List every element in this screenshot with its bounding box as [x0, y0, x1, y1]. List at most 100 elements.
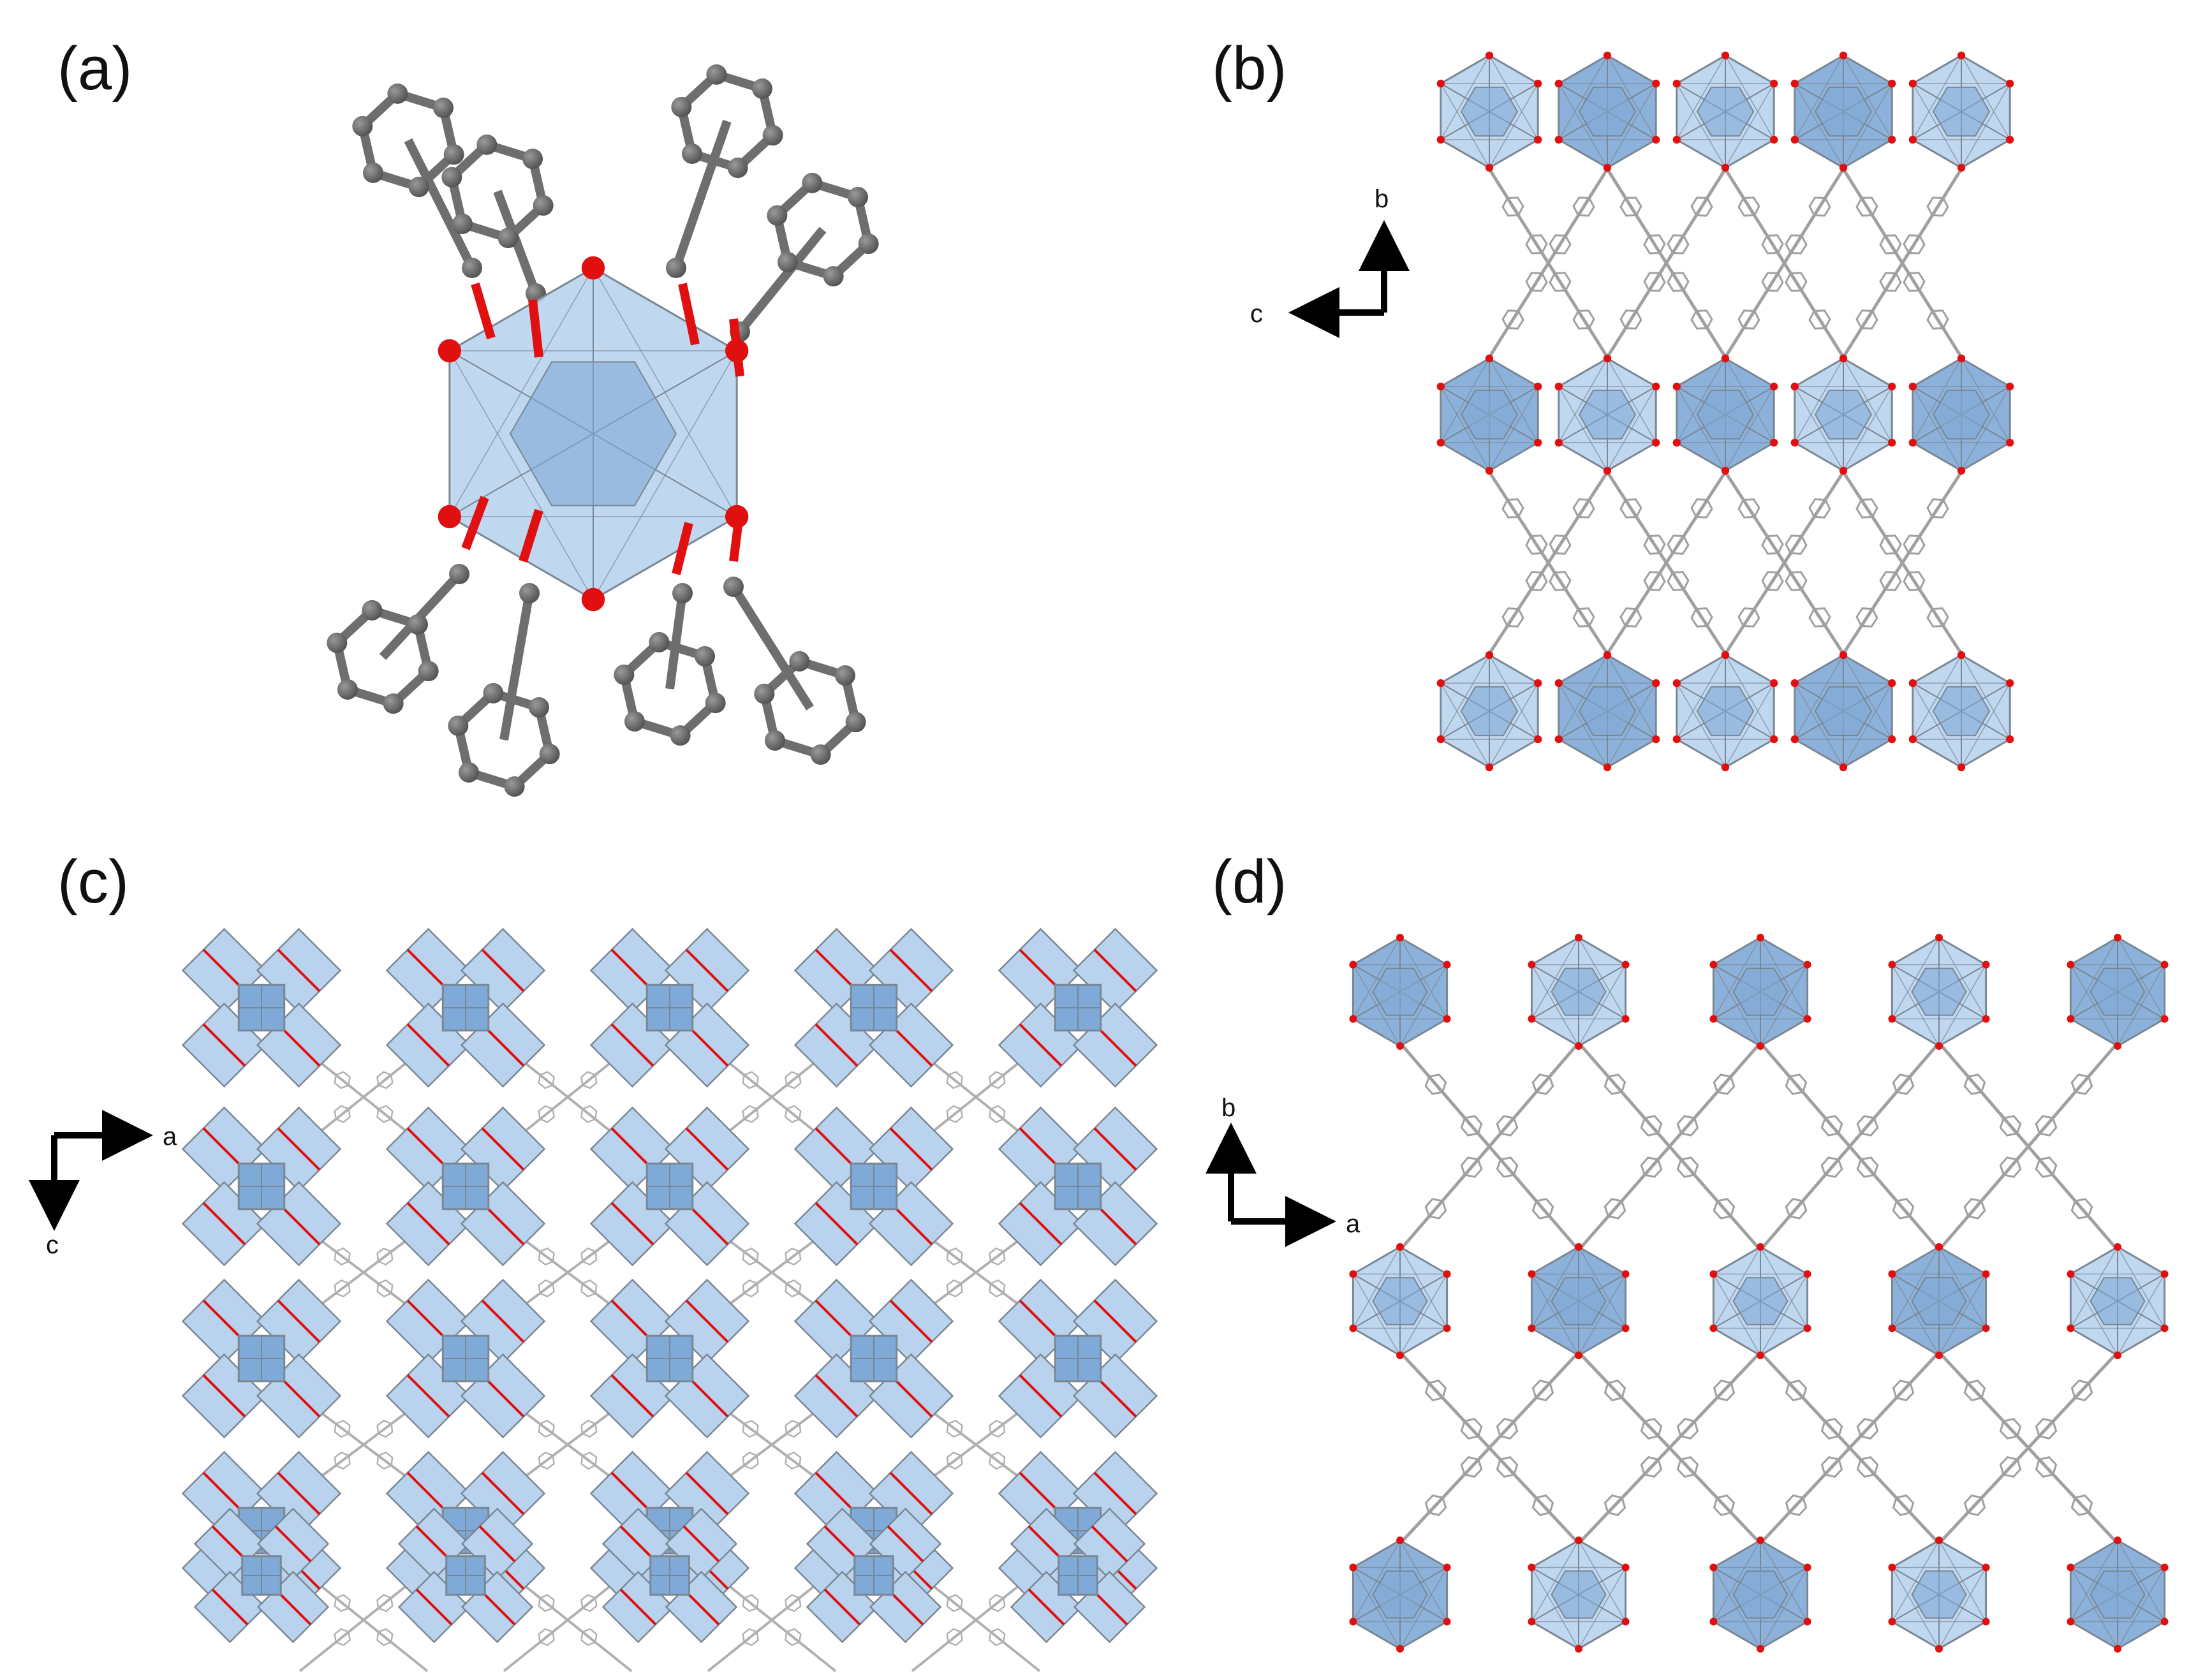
- cluster-d-0-2: [1709, 934, 1811, 1050]
- linker-b-1-2-x: [1605, 471, 1727, 655]
- cluster-d-2-0: [1349, 1537, 1451, 1653]
- cluster-c-4-0: [193, 1507, 330, 1644]
- cluster-c-0-3: [793, 927, 954, 1088]
- carboxylate-bond-6: [519, 508, 543, 563]
- ligand-3: [666, 64, 783, 278]
- ligand-5: [327, 564, 469, 714]
- ligand-6: [448, 583, 560, 797]
- cluster-b-1-2: [1672, 354, 1778, 475]
- zr-cluster: [438, 256, 749, 612]
- panel-label-c: (c): [57, 848, 129, 916]
- cluster-c-1-1: [385, 1106, 546, 1267]
- carboxylate-bond-7: [672, 522, 693, 575]
- cluster-d-2-2: [1709, 1537, 1811, 1653]
- cluster-d-2-1: [1528, 1537, 1630, 1653]
- ligand-1: [352, 83, 482, 278]
- cluster-c-4-3: [806, 1507, 942, 1644]
- carboxylate-bond-8: [729, 510, 744, 562]
- linker-d-mx-3: [1938, 1351, 2119, 1545]
- panel-c-axes: a c: [29, 1110, 177, 1259]
- panel-d-axis-b: b: [1221, 1094, 1235, 1122]
- cluster-d-2-3: [1888, 1537, 1990, 1653]
- cluster-c-0-2: [589, 927, 750, 1088]
- cluster-c-2-4: [998, 1278, 1158, 1439]
- linker-b-0-4-x: [1841, 168, 1963, 358]
- cluster-b-1-3: [1790, 354, 1896, 475]
- cluster-b-0-1: [1554, 51, 1660, 172]
- panel-label-a: (a): [57, 34, 133, 103]
- panel-d-axes: b a: [1206, 1094, 1360, 1247]
- panel-b-axis-b: b: [1375, 185, 1389, 213]
- cluster-c-4-1: [397, 1507, 534, 1644]
- linker-d-tx-1: [1577, 1042, 1762, 1251]
- panel-b-network: [1436, 51, 2014, 772]
- linker-b-0-2-x: [1605, 168, 1727, 358]
- cluster-c-2-0: [181, 1278, 342, 1439]
- linker-b-1-4-x: [1841, 471, 1963, 655]
- panel-b-axis-c: c: [1250, 300, 1263, 328]
- cluster-b-1-0: [1436, 354, 1542, 475]
- cluster-d-0-0: [1349, 934, 1451, 1050]
- panel-c-axis-c: c: [46, 1231, 59, 1259]
- cluster-c-2-3: [793, 1278, 954, 1439]
- panel-label-d: (d): [1212, 848, 1287, 916]
- linker-d-mx-1: [1577, 1351, 1762, 1545]
- linker-b-0-3-x: [1723, 168, 1845, 358]
- cluster-d-0-3: [1888, 934, 1990, 1050]
- linker-b-0-1-x: [1487, 168, 1609, 358]
- cluster-c-2-1: [385, 1278, 546, 1439]
- linker-d-mx-2: [1759, 1351, 1940, 1545]
- cluster-c-2-2: [589, 1278, 750, 1439]
- cluster-b-0-4: [1908, 51, 2014, 172]
- cluster-c-0-0: [181, 927, 342, 1088]
- linker-b-1-3-x: [1723, 471, 1845, 655]
- panel-label-b: (b): [1212, 34, 1287, 103]
- carboxylate-bond-3: [678, 283, 700, 346]
- linker-d-tx-0: [1399, 1042, 1580, 1251]
- carboxylate-bond-4: [729, 318, 744, 377]
- cluster-d-0-1: [1528, 934, 1630, 1050]
- ligand-7: [614, 583, 726, 746]
- cluster-b-0-2: [1672, 51, 1778, 172]
- carboxylate-bond-2: [528, 299, 543, 358]
- cluster-d-1-0: [1349, 1243, 1451, 1359]
- cluster-c-1-4: [998, 1106, 1158, 1267]
- panel-d-network: [1349, 934, 2169, 1653]
- cluster-d-1-2: [1709, 1243, 1811, 1359]
- panel-d-axis-a: a: [1346, 1210, 1360, 1238]
- cluster-d-1-3: [1888, 1243, 1990, 1359]
- cluster-b-2-3: [1790, 651, 1896, 772]
- ligand-8: [723, 577, 866, 765]
- cluster-c-1-2: [589, 1106, 750, 1267]
- ligand-4: [730, 172, 879, 342]
- carboxylate-bond-1: [471, 283, 496, 339]
- cluster-d-2-4: [2067, 1537, 2169, 1653]
- cluster-d-1-1: [1528, 1243, 1630, 1359]
- cluster-c-0-1: [385, 927, 546, 1088]
- ligand-2: [441, 134, 554, 304]
- panel-a-cluster: [327, 64, 879, 797]
- linker-d-mx-0: [1399, 1351, 1580, 1545]
- cluster-d-1-4: [2067, 1243, 2169, 1359]
- cluster-c-1-3: [793, 1106, 954, 1267]
- cluster-b-0-0: [1436, 51, 1542, 172]
- cluster-b-2-2: [1672, 651, 1778, 772]
- cluster-b-1-1: [1554, 354, 1660, 475]
- cluster-b-2-4: [1908, 651, 2014, 772]
- cluster-c-4-4: [1010, 1507, 1146, 1644]
- cluster-d-0-4: [2067, 934, 2169, 1050]
- carboxylate-bond-5: [461, 496, 489, 550]
- cluster-b-1-4: [1908, 354, 2014, 475]
- linker-d-tx-3: [1938, 1042, 2119, 1251]
- cluster-c-0-4: [998, 927, 1158, 1088]
- cluster-b-0-3: [1790, 51, 1896, 172]
- panel-c-network: [181, 927, 1158, 1672]
- cluster-c-4-2: [601, 1507, 738, 1644]
- cluster-b-2-0: [1436, 651, 1542, 772]
- linker-b-1-1-x: [1487, 471, 1609, 655]
- linker-d-tx-2: [1759, 1042, 1940, 1251]
- panel-b-axes: b c: [1250, 185, 1410, 338]
- cluster-c-1-0: [181, 1106, 342, 1267]
- cluster-b-2-1: [1554, 651, 1660, 772]
